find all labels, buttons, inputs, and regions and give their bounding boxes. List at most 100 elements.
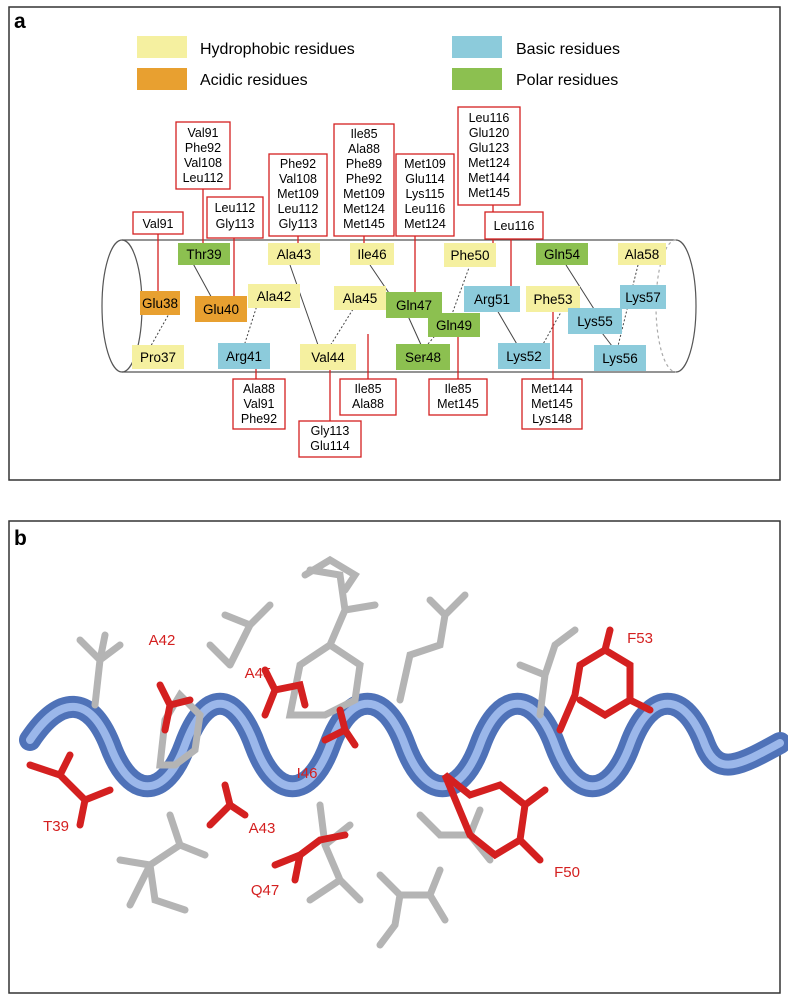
legend-swatch-acidic bbox=[137, 68, 187, 90]
sidechain bbox=[376, 866, 449, 949]
contact-box: Leu112 Gly113 bbox=[206, 196, 264, 239]
svg-text:Ala58: Ala58 bbox=[625, 247, 660, 262]
svg-text:Ala88: Ala88 bbox=[352, 397, 384, 411]
contact-box: Leu116 bbox=[484, 211, 544, 240]
svg-text:Glu114: Glu114 bbox=[405, 172, 444, 186]
contact-box: Ile85 Ala88 bbox=[339, 378, 397, 416]
contact-box: Met144 Met145 Lys148 bbox=[521, 378, 583, 430]
svg-text:Pro37: Pro37 bbox=[140, 350, 176, 365]
svg-text:Phe53: Phe53 bbox=[533, 292, 572, 307]
legend-label-hydrophobic: Hydrophobic residues bbox=[200, 41, 355, 58]
svg-text:Met124: Met124 bbox=[404, 217, 446, 231]
svg-text:Ala45: Ala45 bbox=[343, 291, 378, 306]
svg-text:Arg51: Arg51 bbox=[474, 292, 510, 307]
svg-text:Val108: Val108 bbox=[279, 172, 317, 186]
svg-text:Ile85: Ile85 bbox=[444, 382, 471, 396]
svg-text:Met144: Met144 bbox=[468, 171, 510, 185]
connector bbox=[451, 264, 471, 315]
label-q47: Q47 bbox=[251, 882, 279, 899]
legend-label-polar: Polar residues bbox=[516, 72, 618, 89]
residue-glu38: Glu38 bbox=[140, 291, 180, 315]
residue-ala58: Ala58 bbox=[618, 243, 666, 265]
contact-box: Val91 Phe92 Val108 Leu112 bbox=[175, 121, 231, 190]
residue-a43 bbox=[206, 781, 249, 829]
svg-text:Met145: Met145 bbox=[343, 217, 385, 231]
residue-ala42: Ala42 bbox=[248, 284, 300, 308]
svg-text:Glu120: Glu120 bbox=[469, 126, 509, 140]
sidechain bbox=[206, 601, 274, 669]
sidechain bbox=[306, 801, 364, 904]
residue-arg41: Arg41 bbox=[218, 343, 270, 369]
connector bbox=[329, 305, 356, 347]
residue-i46 bbox=[321, 706, 359, 749]
svg-text:Ile85: Ile85 bbox=[350, 127, 377, 141]
panel-b-border bbox=[8, 520, 781, 994]
svg-text:Leu112: Leu112 bbox=[215, 201, 256, 215]
helix-cylinder bbox=[101, 239, 697, 373]
svg-text:Lys56: Lys56 bbox=[602, 351, 638, 366]
svg-text:Met145: Met145 bbox=[437, 397, 479, 411]
svg-text:Met109: Met109 bbox=[404, 157, 446, 171]
connector bbox=[147, 311, 171, 352]
svg-text:Gly113: Gly113 bbox=[311, 424, 350, 438]
svg-text:Met109: Met109 bbox=[343, 187, 385, 201]
label-a43: A43 bbox=[249, 820, 276, 837]
svg-text:Lys55: Lys55 bbox=[577, 314, 613, 329]
residue-t39 bbox=[26, 751, 114, 829]
svg-text:Lys52: Lys52 bbox=[506, 349, 542, 364]
residue-phe50: Phe50 bbox=[444, 243, 496, 267]
label-f50: F50 bbox=[554, 864, 580, 881]
residue-ile46: Ile46 bbox=[350, 243, 394, 265]
panel-b: b A42 A45 F53 I46 T39 A43 Q47 bbox=[8, 520, 788, 994]
svg-text:Ile85: Ile85 bbox=[354, 382, 381, 396]
svg-text:Ala43: Ala43 bbox=[277, 247, 312, 262]
svg-text:Gln49: Gln49 bbox=[436, 318, 472, 333]
legend-swatch-polar bbox=[452, 68, 502, 90]
residue-labels: A42 A45 F53 I46 T39 A43 Q47 F50 bbox=[43, 630, 653, 899]
svg-text:Thr39: Thr39 bbox=[186, 247, 221, 262]
svg-text:Val91: Val91 bbox=[142, 217, 173, 231]
sidechain bbox=[516, 626, 579, 719]
residue-thr39: Thr39 bbox=[178, 243, 230, 265]
residue-gln47: Gln47 bbox=[386, 292, 442, 318]
residue-lys52: Lys52 bbox=[498, 343, 550, 369]
svg-text:Ala88: Ala88 bbox=[243, 382, 275, 396]
sidechain bbox=[301, 555, 360, 594]
svg-text:Phe92: Phe92 bbox=[241, 412, 277, 426]
svg-text:Leu116: Leu116 bbox=[405, 202, 446, 216]
red-sidechains bbox=[26, 626, 654, 884]
svg-text:Ile46: Ile46 bbox=[357, 247, 386, 262]
sidechain bbox=[396, 591, 469, 704]
residue-f50 bbox=[441, 772, 549, 864]
svg-text:Leu116: Leu116 bbox=[469, 111, 510, 125]
svg-text:Glu38: Glu38 bbox=[142, 296, 178, 311]
residue-arg51: Arg51 bbox=[464, 286, 520, 312]
residue-lys55: Lys55 bbox=[568, 308, 622, 334]
svg-text:Glu114: Glu114 bbox=[310, 439, 349, 453]
panel-a: a Hydrophobic residues Acidic residues B… bbox=[8, 6, 781, 481]
connector bbox=[189, 257, 215, 303]
svg-text:Leu112: Leu112 bbox=[183, 171, 224, 185]
label-i46: I46 bbox=[297, 765, 318, 782]
svg-text:Lys57: Lys57 bbox=[625, 290, 661, 305]
sidechain bbox=[285, 566, 379, 719]
svg-text:Leu112: Leu112 bbox=[278, 202, 319, 216]
svg-text:Phe92: Phe92 bbox=[280, 157, 316, 171]
residue-a42 bbox=[156, 681, 194, 734]
contact-box: Leu116 Glu120 Glu123 Met124 Met144 Met14… bbox=[457, 106, 521, 206]
residue-glu40: Glu40 bbox=[195, 296, 247, 322]
legend-label-acidic: Acidic residues bbox=[200, 72, 308, 89]
residue-val44: Val44 bbox=[300, 344, 356, 370]
helix-ribbon bbox=[19, 692, 788, 798]
residue-phe53: Phe53 bbox=[526, 286, 580, 312]
label-t39: T39 bbox=[43, 818, 69, 835]
residue-f53 bbox=[556, 626, 654, 734]
grey-sidechains bbox=[76, 555, 579, 949]
svg-text:Arg41: Arg41 bbox=[226, 349, 262, 364]
legend: Hydrophobic residues Acidic residues Bas… bbox=[137, 36, 620, 90]
svg-text:Met144: Met144 bbox=[531, 382, 573, 396]
svg-text:Gly113: Gly113 bbox=[216, 217, 255, 231]
residue-ala43: Ala43 bbox=[268, 243, 320, 265]
contact-box: Phe92 Val108 Met109 Leu112 Gly113 bbox=[268, 153, 328, 237]
legend-label-basic: Basic residues bbox=[516, 41, 620, 58]
